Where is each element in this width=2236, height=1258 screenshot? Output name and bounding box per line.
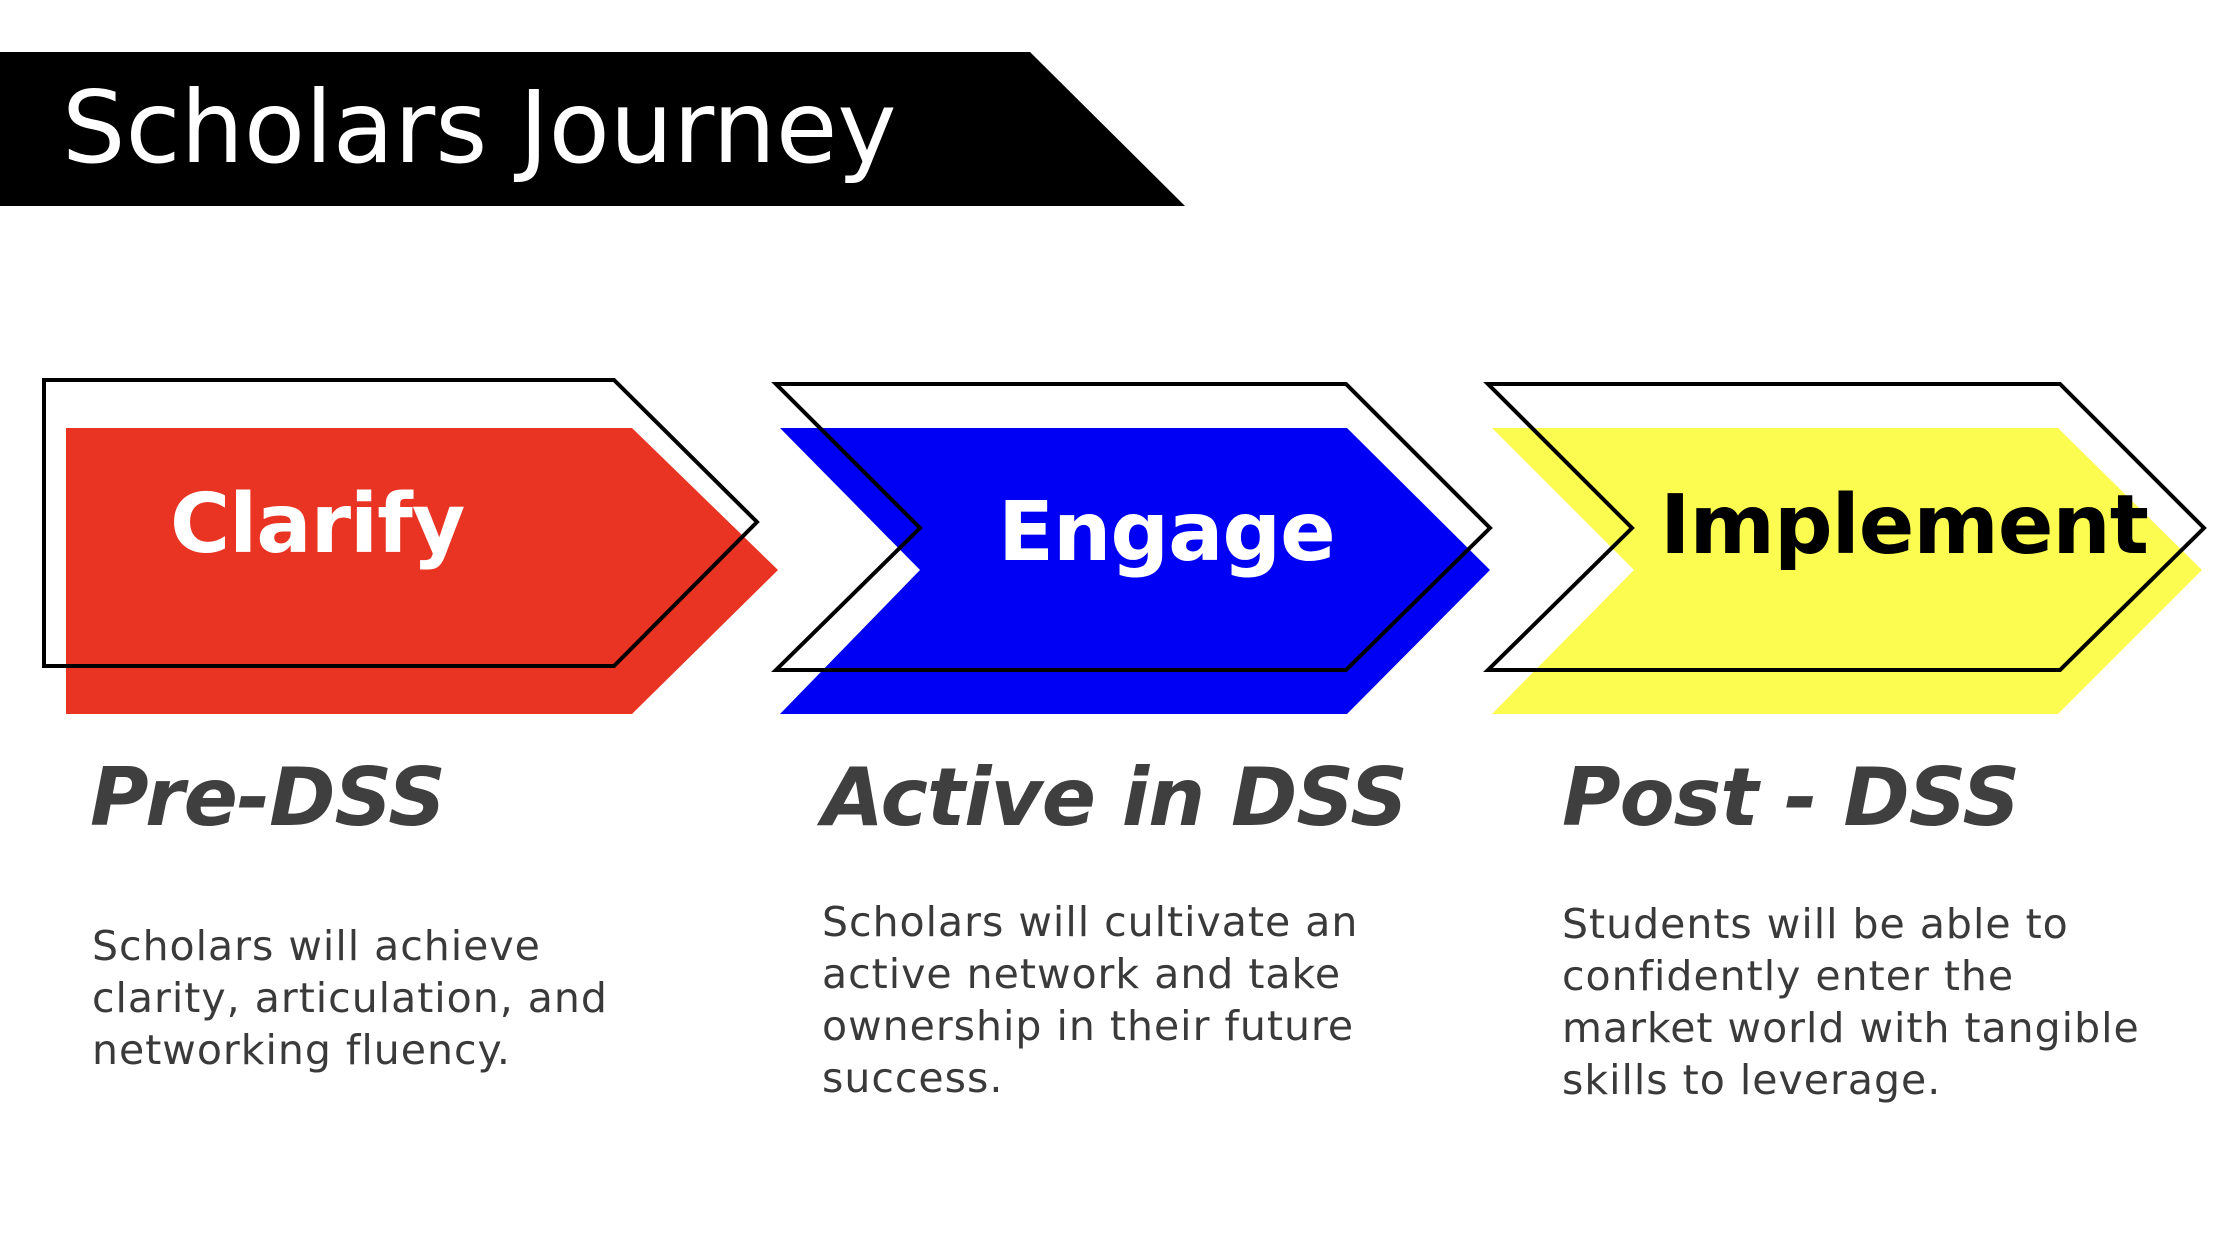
description-line: active network and take (822, 950, 1342, 998)
description-line: skills to leverage. (1562, 1056, 1942, 1104)
description-line: Scholars will cultivate an (822, 898, 1359, 946)
description-line: networking fluency. (92, 1026, 511, 1074)
stage-description-engage: Scholars will cultivate an active networ… (822, 896, 1382, 1104)
title-banner (0, 52, 1185, 206)
chevron-implement-outline (1483, 382, 2207, 672)
stage-label-implement: Implement (1660, 478, 2149, 573)
description-line: confidently enter the (1562, 952, 2015, 1000)
phase-heading-active: Active in DSS (822, 751, 1408, 844)
chevron-engage-outline (771, 382, 1493, 672)
stage-label-engage: Engage (998, 485, 1336, 580)
stage-description-implement: Students will be able to confidently ent… (1562, 898, 2140, 1106)
description-line: success. (822, 1054, 1004, 1102)
description-line: Scholars will achieve (92, 922, 541, 970)
chevron-clarify-fill (66, 428, 778, 714)
description-line: market world with tangible (1562, 1004, 2140, 1052)
journey-chevrons (42, 378, 2207, 714)
chevron-engage-fill (780, 428, 1490, 714)
chevron-clarify-outline (42, 378, 760, 668)
description-line: ownership in their future (822, 1002, 1355, 1050)
stage-label-clarify: Clarify (170, 477, 465, 572)
page-title: Scholars Journey (62, 69, 897, 186)
stage-description-clarify: Scholars will achieve clarity, articulat… (92, 920, 652, 1076)
phase-heading-pre: Pre-DSS (90, 751, 446, 844)
chevron-implement-fill (1492, 428, 2202, 714)
phase-heading-post: Post - DSS (1562, 751, 2020, 844)
description-line: clarity, articulation, and (92, 974, 608, 1022)
description-line: Students will be able to (1562, 900, 2069, 948)
